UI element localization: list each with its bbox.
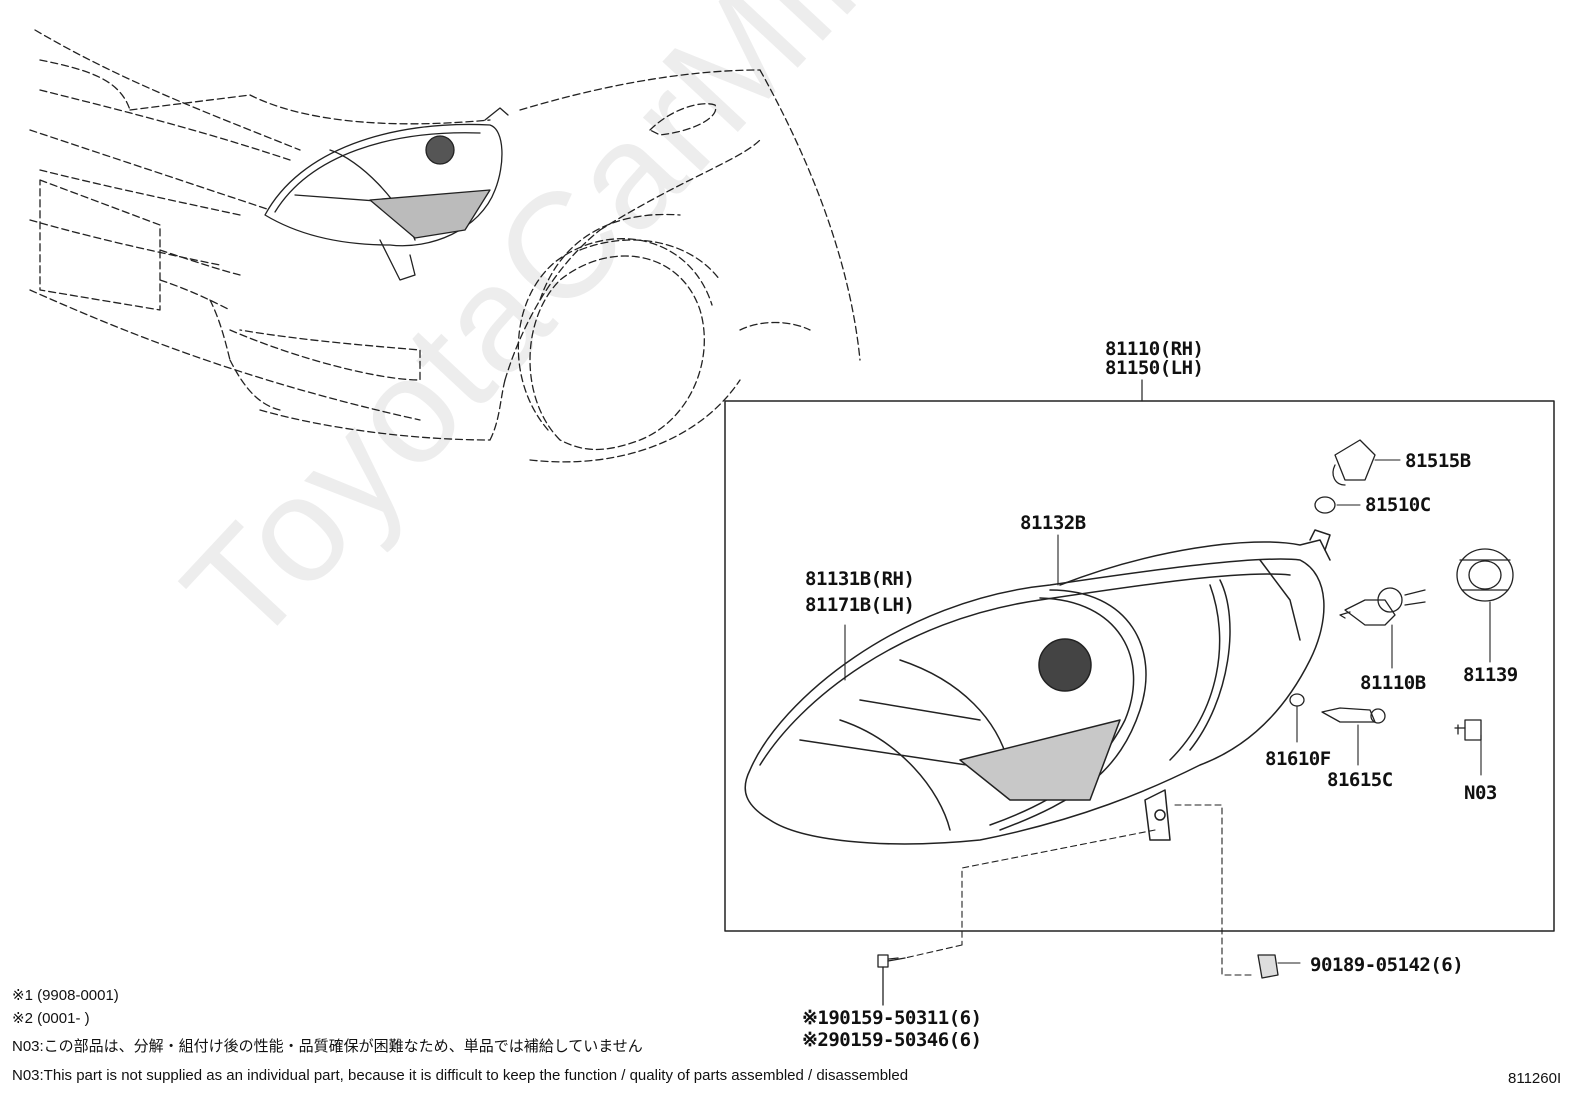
label-81110-rh: 81110(RH) <box>1105 338 1204 360</box>
label-81131B: 81131B(RH) <box>805 568 915 590</box>
label-81615C: 81615C <box>1327 769 1393 791</box>
fastener-dashed-lines <box>904 804 1256 976</box>
label-N03: N03 <box>1464 782 1497 804</box>
bulb-81515B <box>1332 439 1376 486</box>
label-81132B: 81132B <box>1020 512 1086 534</box>
screw-90159 <box>877 954 906 1006</box>
note-date-2: ※2 (0001- ) <box>12 1010 90 1027</box>
label-81515B: 81515B <box>1405 450 1471 472</box>
clip-90189 <box>1257 954 1279 979</box>
note-n03-japanese: N03:この部品は、分解・組付け後の性能・品質確保が困難なため、単品では補給して… <box>12 1038 643 1055</box>
assembly-box <box>724 400 1555 932</box>
label-81139: 81139 <box>1463 664 1518 686</box>
leader-lines <box>844 459 1491 964</box>
label-81150-lh: 81150(LH) <box>1105 357 1204 379</box>
headlight-main <box>744 529 1331 845</box>
note-date-1: ※1 (9908-0001) <box>12 987 119 1004</box>
label-81171B: 81171B(LH) <box>805 594 915 616</box>
label-90159-b: ※290159-50346(6) <box>802 1029 982 1051</box>
label-90159-a: ※190159-50311(6) <box>802 1007 982 1029</box>
bulb-81110B <box>1339 587 1426 626</box>
bulb-81610F <box>1289 693 1305 707</box>
part-N03 <box>1454 719 1482 741</box>
bulb-81510C <box>1314 496 1336 514</box>
bulb-81615C <box>1321 707 1386 724</box>
label-81510C: 81510C <box>1365 494 1431 516</box>
socket-81139 <box>1456 548 1514 602</box>
note-n03-english: N03:This part is not supplied as an indi… <box>12 1067 909 1084</box>
car-headlight-small <box>264 107 509 281</box>
label-81610F: 81610F <box>1265 748 1331 770</box>
label-90189: 90189-05142(6) <box>1310 954 1464 976</box>
label-81110B: 81110B <box>1360 672 1426 694</box>
figure-id: 811260I <box>1508 1070 1562 1087</box>
car-front-outline <box>29 29 861 463</box>
